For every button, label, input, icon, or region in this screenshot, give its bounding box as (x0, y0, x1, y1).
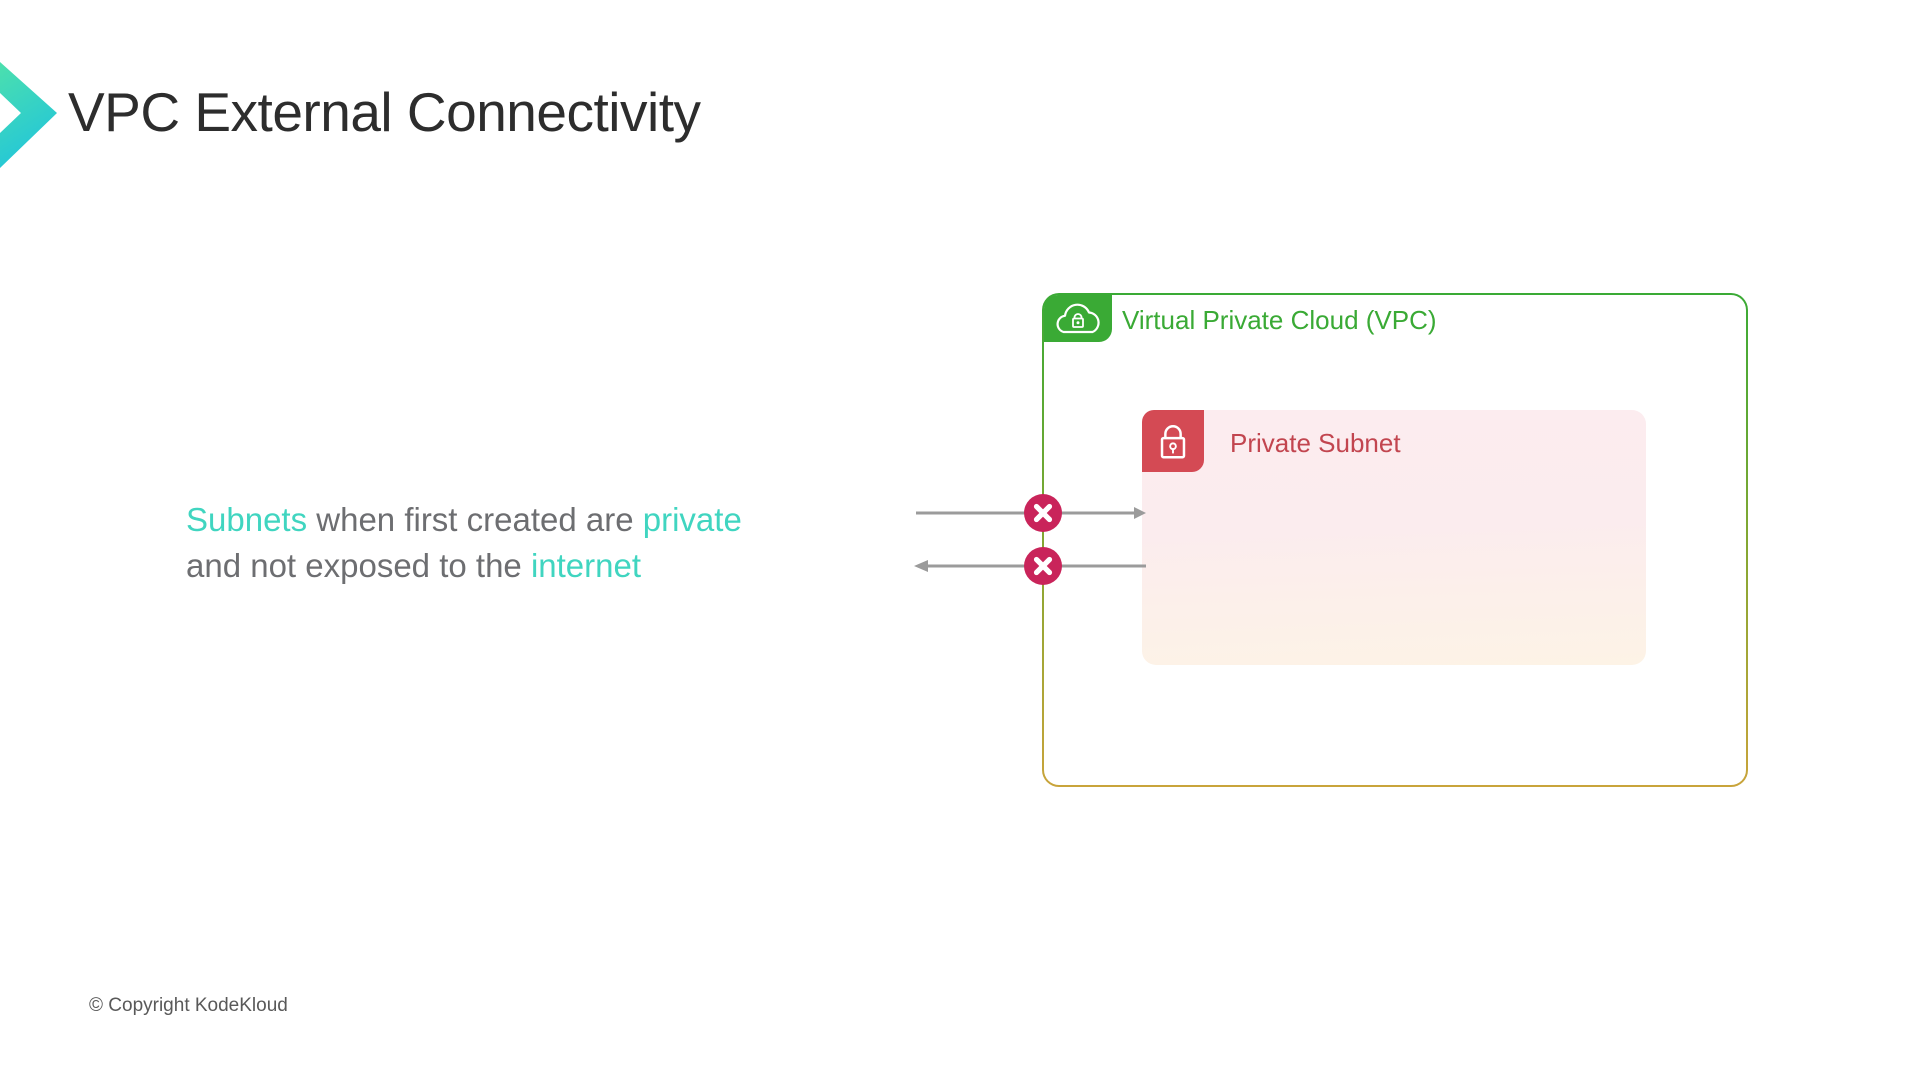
copyright-notice: © Copyright KodeKloud (89, 995, 288, 1016)
cloud-lock-icon (1056, 303, 1100, 333)
statement-plain-1: when first created are (307, 501, 643, 538)
private-subnet-label: Private Subnet (1230, 428, 1401, 458)
blocked-x-icon (1024, 547, 1062, 585)
statement-highlight-private: private (642, 501, 742, 538)
private-subnet-tab (1142, 410, 1204, 472)
chevron-bullet-icon (0, 62, 57, 168)
statement-highlight-subnets: Subnets (186, 501, 308, 538)
statement-line-1: Subnets when first created are private (186, 497, 742, 543)
page-title: VPC External Connectivity (68, 81, 701, 143)
blocked-x-icon (1024, 494, 1062, 532)
statement-highlight-internet: internet (530, 547, 642, 584)
statement-plain-2: and not exposed to the (186, 547, 531, 584)
statement-line-2: and not exposed to the internet (186, 543, 742, 589)
private-subnet-box: Private Subnet (1142, 410, 1646, 665)
vpc-box: Virtual Private Cloud (VPC) Private Subn… (1042, 293, 1748, 787)
padlock-icon (1160, 425, 1186, 459)
vpc-tab (1044, 295, 1112, 342)
statement-text: Subnets when first created are private a… (186, 497, 742, 589)
vpc-label: Virtual Private Cloud (VPC) (1122, 305, 1437, 335)
